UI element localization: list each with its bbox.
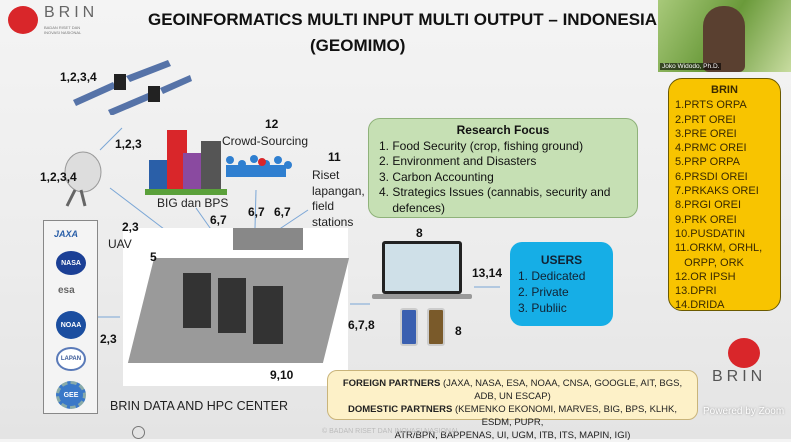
list-item: 3. Carbon Accounting (379, 169, 494, 184)
phone-number: 8 (455, 324, 462, 338)
brin-logo-mark (8, 6, 38, 34)
domestic-partners-cont: ATR/BPN, BAPPENAS, UI, UGM, ITB, ITS, MA… (394, 430, 631, 441)
field-line: field (312, 199, 335, 213)
speaker-name: Joko Widodo, Ph.D. (660, 63, 722, 70)
list-item: 14.DRIDA (675, 299, 725, 312)
powered-by-zoom: Powered by Zoom (703, 406, 785, 417)
server-rack (183, 273, 211, 328)
list-item: 7.PRKAKS OREI (675, 185, 759, 198)
dc-out-label: 6,7,8 (348, 318, 375, 332)
research-focus-box: Research Focus 1. Food Security (crop, f… (368, 118, 638, 218)
list-item: 1. Dedicated (518, 269, 586, 283)
cooling-unit (233, 228, 303, 250)
camera-icon[interactable] (132, 426, 145, 439)
list-item: 13.DPRI (675, 285, 717, 298)
bps-in-label: 6,7 (210, 213, 227, 227)
data-center-title: BRIN DATA AND HPC CENTER (110, 399, 289, 413)
data-center-image (123, 228, 350, 386)
satellite-dish-icon (64, 151, 102, 207)
list-item: 3. Publiic (518, 301, 567, 315)
dc-bottom-label: 9,10 (270, 368, 294, 382)
brin-logo-mark (728, 338, 760, 368)
laptop-number: 8 (416, 226, 423, 240)
footer-copyright: © BADAN RISET DAN INOVASI NASIONAL (322, 428, 460, 435)
list-item: 12.OR IPSH (675, 270, 736, 283)
nasa-logo: NASA (56, 251, 86, 275)
list-item: 11.ORKM, ORHL, (675, 242, 763, 255)
satellite-label: 1,2,3,4 (60, 70, 97, 84)
list-item: 2.PRT OREI (675, 113, 736, 126)
list-item: 9.PRK OREI (675, 213, 737, 226)
list-item: 8.PRGI OREI (675, 199, 742, 212)
noaa-logo: NOAA (56, 311, 86, 339)
server-rack (218, 278, 246, 333)
brin-logo-text: BRIN (44, 4, 99, 21)
uav-label: UAV (108, 237, 132, 251)
crowd-icon (226, 155, 292, 177)
phone-icon (400, 308, 418, 346)
crowd-sourcing-label: Crowd-Sourcing (222, 134, 309, 148)
buildings-icon (145, 130, 227, 195)
users-box: USERS 1. Dedicated 2. Private 3. Publiic (510, 242, 613, 326)
five-label: 5 (150, 250, 157, 264)
field-line: stations (312, 214, 354, 229)
crowd-number: 12 (265, 117, 279, 131)
brin-logo-bottom: BRIN (712, 338, 766, 386)
domestic-partners-label: DOMESTIC PARTNERS (347, 404, 453, 415)
crowd-in-label: 6,7 (248, 205, 265, 219)
satellite-icon (73, 60, 192, 115)
laptop-icon (382, 241, 462, 294)
map-screen (385, 244, 459, 291)
dish-label: 1,2,3,4 (40, 170, 77, 184)
users-heading: USERS (540, 253, 583, 267)
brin-logo: BRIN BADAN RISET DAN INOVASI NASIONAL (6, 4, 106, 38)
list-item: 3.PRE OREI (675, 127, 737, 140)
server-rack (253, 286, 283, 344)
list-item: 5.PRP ORPA (675, 156, 741, 169)
list-item: 4. Strategics Issues (cannabis, security… (379, 185, 611, 199)
field-line: Riset (312, 168, 340, 182)
foreign-partners-label: FOREIGN PARTNERS (342, 378, 441, 389)
list-item: defences) (379, 200, 446, 215)
uav-number: 2,3 (122, 220, 139, 234)
agencies-panel: JAXA NASA esa NOAA LAPAN GEE (43, 220, 98, 414)
lapan-logo: LAPAN (56, 347, 86, 371)
gee-logo: GEE (56, 381, 86, 409)
jaxa-logo: JAXA (54, 229, 79, 239)
partners-box: FOREIGN PARTNERS (JAXA, NASA, ESA, NOAA,… (327, 370, 698, 441)
slide-title: GEOINFORMATICS MULTI INPUT MULTI OUTPUT … (148, 10, 658, 29)
speaker-avatar (703, 6, 745, 72)
phone-icon (427, 308, 445, 346)
research-focus-heading: Research Focus (456, 123, 550, 137)
list-item: 1.PRTS ORPA (675, 99, 747, 112)
laptop-base (372, 294, 472, 299)
list-item: 10.PUSDATIN (675, 227, 746, 240)
agency-in-label: 2,3 (100, 332, 117, 346)
esa-logo: esa (58, 285, 75, 296)
users-in-label: 13,14 (472, 266, 503, 280)
brin-units-heading: BRIN (711, 84, 738, 96)
field-in-label: 6,7 (274, 205, 291, 219)
field-line: lapangan, (312, 183, 365, 198)
foreign-partners: (JAXA, NASA, ESA, NOAA, CNSA, GOOGLE, AI… (440, 378, 683, 402)
list-item: 6.PRSDI OREI (675, 170, 748, 183)
list-item: 2. Private (518, 285, 569, 299)
field-number: 11 (328, 150, 341, 164)
video-thumbnail[interactable]: Joko Widodo, Ph.D. (658, 0, 791, 72)
list-item: ORPP, ORK (675, 256, 744, 269)
sat-to-dish-label: 1,2,3 (115, 137, 142, 151)
brin-logo-text: BRIN (712, 368, 767, 385)
domestic-partners: (KEMENKO EKONOMI, MARVES, BIG, BPS, KLHK… (452, 404, 678, 428)
brin-logo-subtitle: BADAN RISET DAN INOVASI NASIONAL (44, 25, 82, 35)
list-item: 1. Food Security (crop, fishing ground) (379, 138, 584, 153)
slide-subtitle: (GEOMIMO) (310, 36, 406, 55)
list-item: 4.PRMC OREI (675, 142, 747, 155)
big-bps-label: BIG dan BPS (157, 196, 229, 210)
list-item: 2. Environment and Disasters (379, 154, 537, 168)
